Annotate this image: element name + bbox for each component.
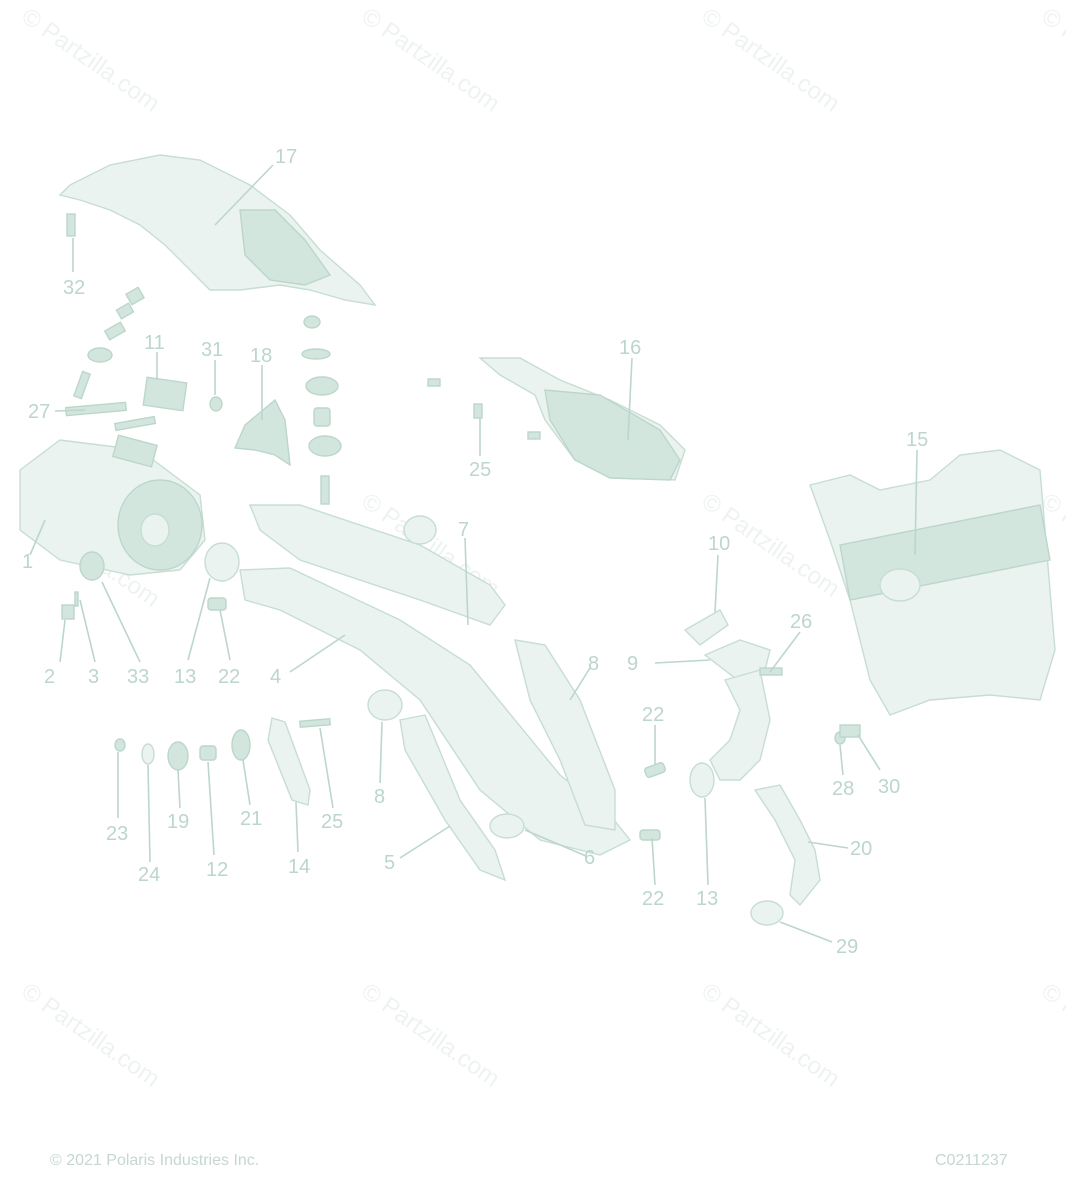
bracket-part <box>267 717 311 806</box>
callout-label: 4 <box>270 666 281 688</box>
heat-shield-part <box>239 209 332 286</box>
nut-part <box>209 396 223 412</box>
callout-label: 24 <box>138 864 160 886</box>
pin-part <box>74 591 79 607</box>
callout-label: 14 <box>288 856 310 878</box>
callout-label: 25 <box>321 811 343 833</box>
clip-part <box>644 762 666 778</box>
callout-label: 2 <box>44 666 55 688</box>
pipe-part <box>239 567 632 856</box>
callout-label: 33 <box>127 666 149 688</box>
bolt-part <box>61 604 75 620</box>
callout-label: 1 <box>22 551 33 573</box>
callout-labels: 17 32 11 31 18 16 27 25 15 7 1 10 26 8 9… <box>22 146 928 958</box>
callout-label: 20 <box>850 838 872 860</box>
callout-label: 12 <box>206 859 228 881</box>
callout-label: 32 <box>63 277 85 299</box>
heat-shield-part <box>544 389 681 481</box>
callout-label: 15 <box>906 429 928 451</box>
seal-ring-part <box>750 900 784 926</box>
watermark: © Partzilla.com <box>17 978 165 1093</box>
callout-label: 16 <box>619 337 641 359</box>
gasket-part <box>204 542 240 582</box>
callout-label: 22 <box>642 704 664 726</box>
pipe-part <box>399 714 507 882</box>
callout-label: 27 <box>28 401 50 423</box>
watermark: © Partzilla.com <box>697 3 845 118</box>
pipe-part <box>248 504 506 626</box>
watermark: © Partzilla.com <box>357 978 505 1093</box>
callout-label: 5 <box>384 852 395 874</box>
muffler-part <box>19 434 206 576</box>
bolt-part <box>66 213 76 237</box>
callout-label: 10 <box>708 533 730 555</box>
callout-label: 23 <box>106 823 128 845</box>
callout-label: 21 <box>240 808 262 830</box>
clamp-part <box>403 515 437 545</box>
clamp-part <box>489 813 525 839</box>
callout-label: 25 <box>469 459 491 481</box>
clip-part <box>839 724 861 738</box>
callout-label: 8 <box>588 653 599 675</box>
bolt-part <box>527 431 541 440</box>
heat-shield-part <box>58 154 377 306</box>
spark-arrestor-part <box>79 551 105 581</box>
elbow-pipe-part <box>709 669 771 781</box>
bolt-part <box>427 378 441 387</box>
callout-label: 18 <box>250 345 272 367</box>
clip-part <box>639 829 661 841</box>
watermark: © Partzilla.com <box>17 3 165 118</box>
callout-label: 22 <box>218 666 240 688</box>
heat-cover-part <box>514 639 616 831</box>
watermark: © Partzilla.com <box>357 3 505 118</box>
clip-part <box>207 597 227 611</box>
callout-label: 19 <box>167 811 189 833</box>
leader-lines <box>29 164 918 943</box>
hardware-stack-part <box>65 286 157 432</box>
callout-label: 28 <box>832 778 854 800</box>
copyright-text: © 2021 Polaris Industries Inc. <box>50 1152 259 1169</box>
bracket-part <box>233 398 291 467</box>
callout-label: 22 <box>642 888 664 910</box>
callout-label: 13 <box>174 666 196 688</box>
parts-layer <box>19 154 1056 926</box>
callout-label: 17 <box>275 146 297 168</box>
bolt-part <box>299 717 331 729</box>
callout-label: 11 <box>144 332 165 354</box>
callout-label: 31 <box>201 339 223 361</box>
skid-plate-part <box>879 568 921 602</box>
bracket-part <box>142 376 188 412</box>
bolt-part <box>473 403 483 419</box>
callout-label: 3 <box>88 666 99 688</box>
callout-label: 26 <box>790 611 812 633</box>
flange-part <box>703 639 771 679</box>
callout-label: 6 <box>584 847 595 869</box>
gasket-part <box>689 762 715 798</box>
watermark: © Partzilla.com <box>1037 3 1066 118</box>
clamp-part <box>367 689 403 721</box>
callout-label: 29 <box>836 936 858 958</box>
callout-label: 30 <box>878 776 900 798</box>
small-hardware-part <box>114 729 251 771</box>
watermark: © Partzilla.com <box>697 978 845 1093</box>
mount-stack-part <box>301 315 342 505</box>
pipe-part <box>753 784 821 907</box>
gasket-part <box>683 609 729 646</box>
callout-label: 9 <box>627 653 638 675</box>
watermark: © Partzilla.com <box>1037 978 1066 1093</box>
diagram-code: C0211237 <box>935 1152 1008 1169</box>
callout-label: 7 <box>458 519 469 541</box>
callout-label: 8 <box>374 786 385 808</box>
callout-label: 13 <box>696 888 718 910</box>
